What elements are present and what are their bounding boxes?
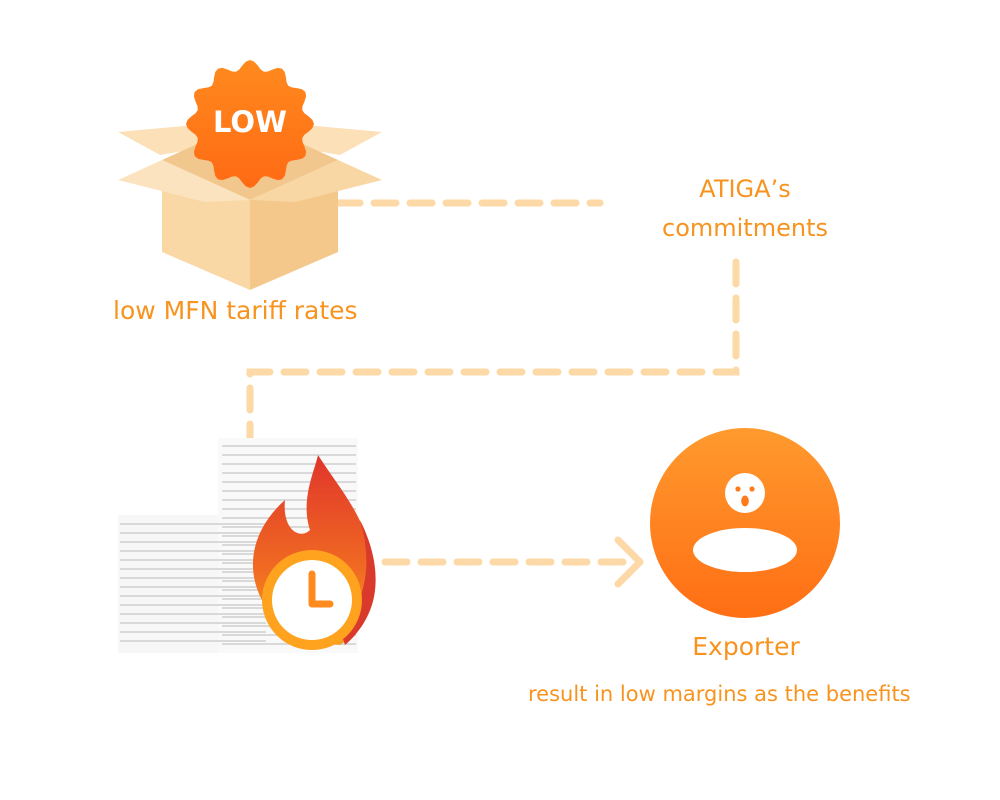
- clock-icon: [262, 550, 362, 650]
- tariff-label: low MFN tariff rates: [113, 296, 358, 325]
- connector-lines: [246, 199, 740, 566]
- exporter-avatar-icon: [650, 428, 840, 618]
- commitments-label: ATIGA’s commitments: [620, 170, 870, 248]
- result-label: result in low margins as the benefits: [528, 682, 911, 706]
- arrow-head-icon: [614, 536, 644, 588]
- low-badge-text: LOW: [213, 105, 287, 139]
- commitments-label-line2: commitments: [662, 214, 828, 242]
- low-badge-icon: LOW: [186, 60, 314, 188]
- connector-commitments-to-docs: [246, 258, 740, 444]
- exporter-label: Exporter: [692, 632, 800, 661]
- commitments-label-line1: ATIGA’s: [699, 175, 791, 203]
